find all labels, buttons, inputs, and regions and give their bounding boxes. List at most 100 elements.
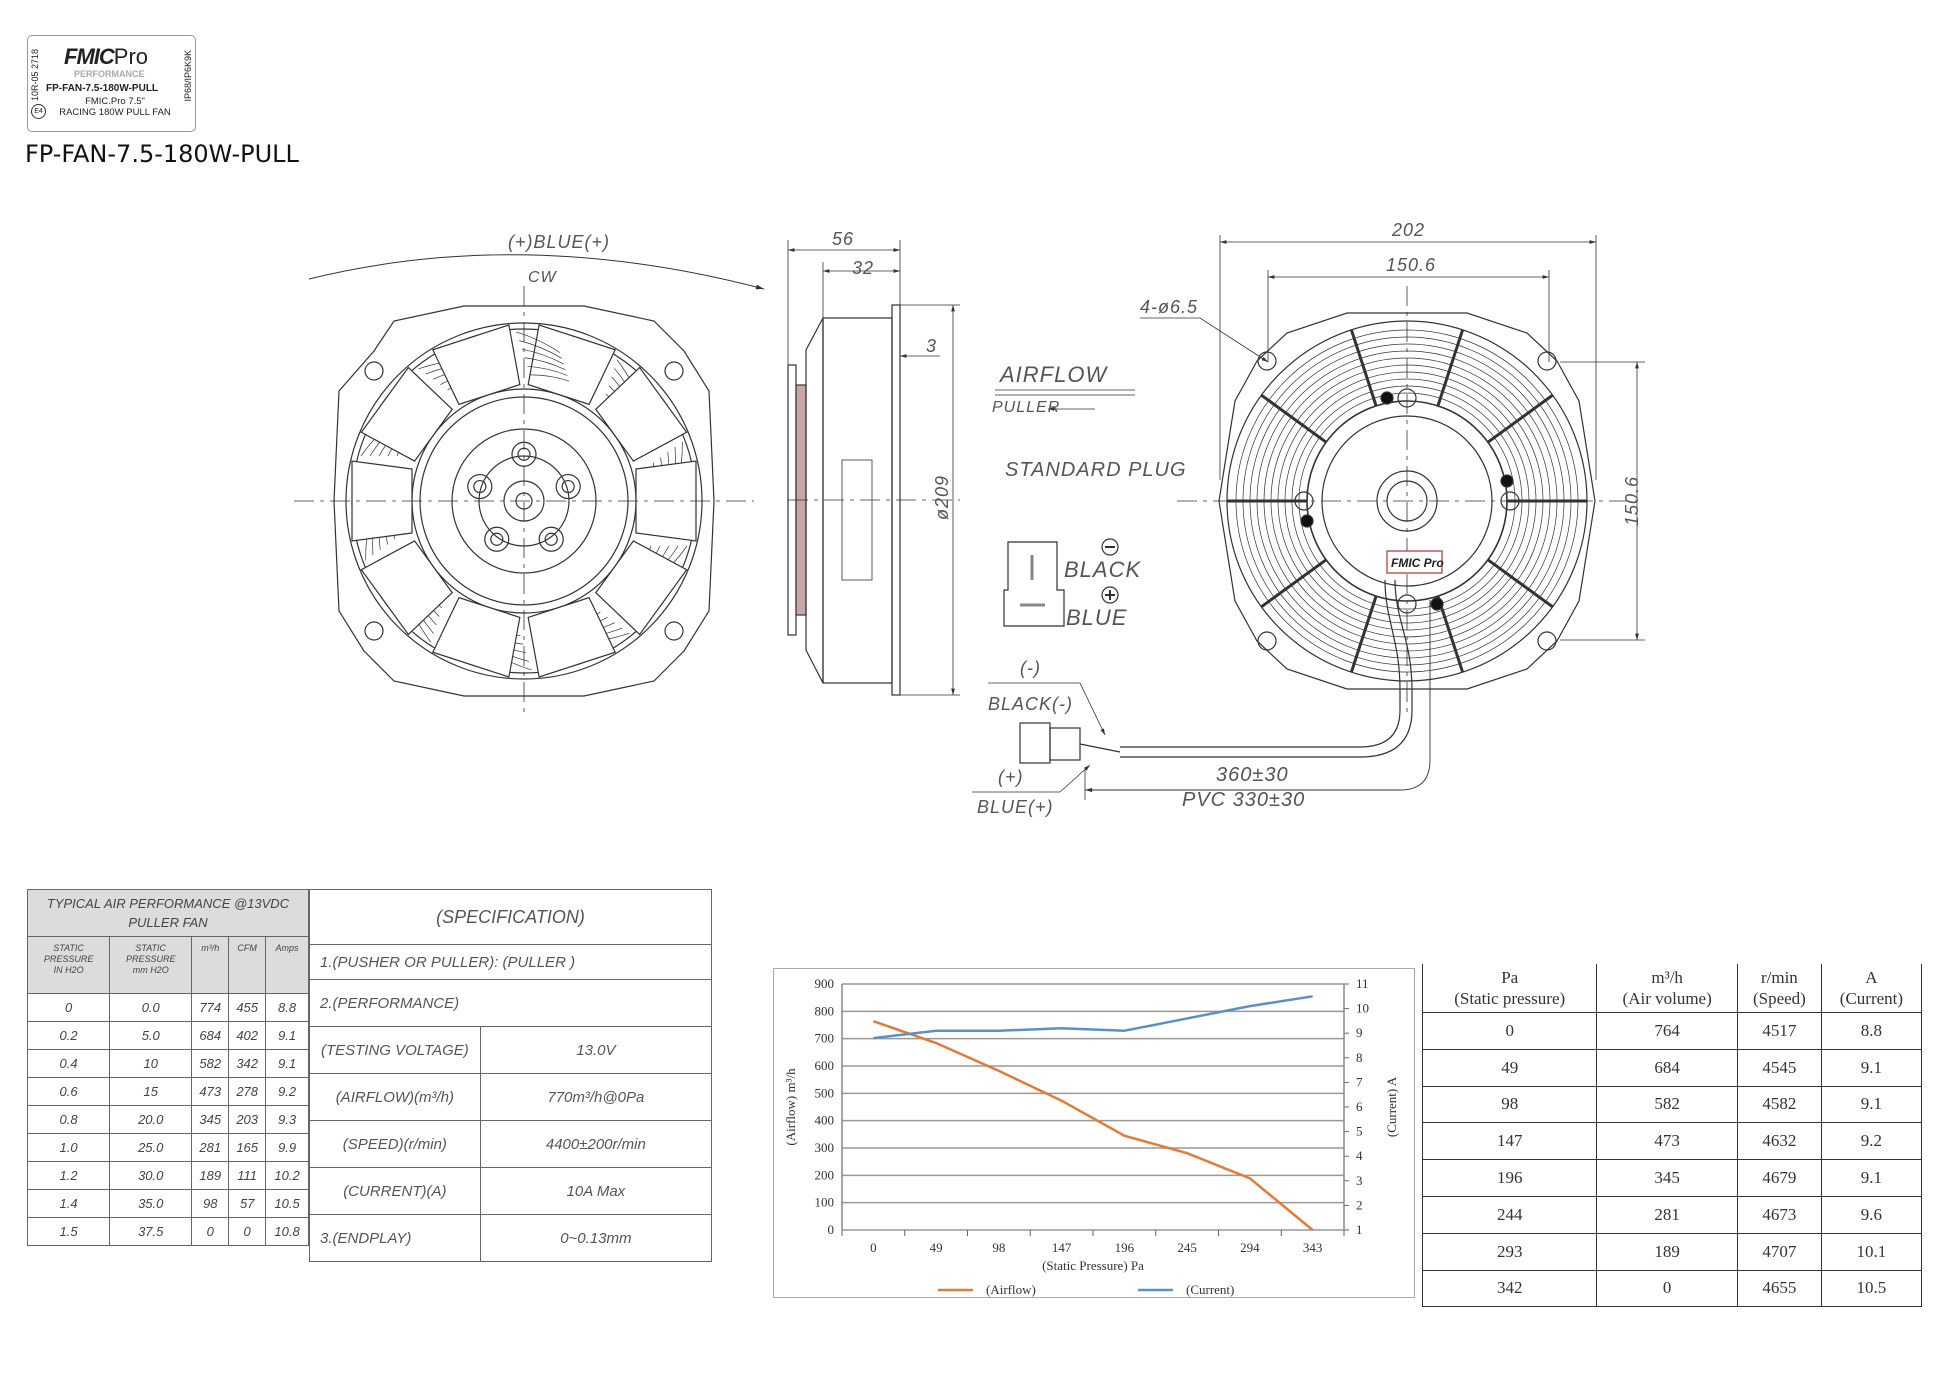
table-cell: 684	[191, 1021, 230, 1050]
test-col-header: m³/h(Air volume)	[1596, 964, 1738, 1013]
y2-tick-label: 11	[1356, 976, 1369, 991]
table-cell: 8.8	[1820, 1012, 1923, 1050]
table-cell: 4582	[1736, 1085, 1822, 1124]
mount-hole	[364, 621, 384, 641]
table-cell: 147	[1421, 1122, 1598, 1161]
table-cell: 25.0	[109, 1133, 193, 1162]
table-cell: 4517	[1736, 1012, 1822, 1050]
mount-hole	[364, 361, 384, 381]
black-neg-label: BLACK(-)	[988, 694, 1074, 714]
product-label: FMICPro PERFORMANCE FP-FAN-7.5-180W-PULL…	[27, 35, 196, 132]
fan-shroud	[333, 305, 715, 697]
x-tick-label: 343	[1303, 1240, 1323, 1255]
airflow-label: AIRFLOW	[1000, 362, 1108, 387]
table-cell: 10.8	[265, 1217, 309, 1246]
series-line-1	[873, 995, 1313, 1040]
table-cell: 1.4	[26, 1189, 111, 1218]
table-cell: 774	[191, 993, 230, 1022]
label-part-number: FP-FAN-7.5-180W-PULL	[46, 83, 159, 94]
spec-value: 10A Max	[479, 1167, 713, 1215]
mount-hole	[664, 361, 684, 381]
connector-plug	[1019, 722, 1051, 764]
table-cell: 278	[228, 1077, 267, 1106]
y-tick-label: 200	[815, 1167, 835, 1182]
standard-plug-label: STANDARD PLUG	[1005, 459, 1187, 481]
performance-col-header: Amps	[265, 936, 309, 994]
rotation-label: CW	[528, 269, 557, 286]
spec-row: (AIRFLOW)(m³/h)770m³/h@0Pa	[309, 1073, 713, 1121]
table-cell: 345	[191, 1105, 230, 1134]
y2-tick-label: 3	[1356, 1173, 1363, 1188]
y-tick-label: 300	[815, 1140, 835, 1155]
table-cell: 281	[191, 1133, 230, 1162]
brand-logo: FMICPro	[64, 44, 149, 69]
table-cell: 9.1	[1820, 1085, 1923, 1124]
grille-spoke	[1487, 558, 1554, 609]
x-tick-label: 147	[1052, 1240, 1072, 1255]
side-view-fan	[787, 240, 960, 696]
spec-row: 3.(ENDPLAY)0~0.13mm	[309, 1214, 713, 1262]
table-cell: 10	[109, 1049, 193, 1078]
table-cell: 0	[1421, 1012, 1598, 1050]
table-cell: 0.4	[26, 1049, 111, 1078]
logo-subtitle: PERFORMANCE	[74, 69, 145, 79]
spec-row: (SPEED)(r/min)4400±200r/min	[309, 1120, 713, 1168]
y2-tick-label: 4	[1356, 1148, 1363, 1163]
minus-icon	[1101, 538, 1119, 556]
test-col-header: Pa(Static pressure)	[1421, 964, 1598, 1013]
table-cell: 473	[1596, 1122, 1738, 1161]
table-cell: 9.9	[265, 1133, 309, 1162]
plug-black-label: BLACK	[1064, 557, 1142, 582]
spec-label: (CURRENT)(A)	[309, 1167, 481, 1215]
grille-spoke	[1436, 329, 1465, 407]
rear-view-fan: FMIC Pro	[1177, 286, 1637, 716]
plug-blue-label: BLUE	[1066, 605, 1128, 630]
emark-icon: E4	[31, 104, 46, 119]
table-cell: 0.2	[26, 1021, 111, 1050]
table-cell: 10.5	[265, 1189, 309, 1218]
mount-hole	[664, 621, 684, 641]
table-cell: 8.8	[265, 993, 309, 1022]
spec-label: (TESTING VOLTAGE)	[309, 1026, 481, 1074]
table-cell: 293	[1421, 1232, 1598, 1271]
spec-value: 770m³/h@0Pa	[479, 1073, 713, 1121]
table-cell: 9.3	[265, 1105, 309, 1134]
y2-tick-label: 2	[1356, 1197, 1363, 1212]
table-cell: 0	[228, 1217, 267, 1246]
table-cell: 10.1	[1820, 1232, 1923, 1271]
x-tick-label: 245	[1177, 1240, 1197, 1255]
y-tick-label: 400	[815, 1113, 835, 1128]
pvc-length-label: PVC 330±30	[1182, 789, 1306, 811]
table-cell: 98	[191, 1189, 230, 1218]
table-cell: 165	[228, 1133, 267, 1162]
table-cell: 15	[109, 1077, 193, 1106]
spec-label: (SPEED)(r/min)	[309, 1120, 481, 1168]
table-cell: 10.5	[1820, 1269, 1923, 1308]
table-cell: 196	[1421, 1159, 1598, 1197]
y2-tick-label: 1	[1356, 1222, 1363, 1237]
grille-spoke	[1260, 558, 1327, 609]
performance-col-header: m³/h	[191, 936, 230, 994]
mount-hole	[1537, 631, 1557, 651]
table-cell: 4673	[1736, 1195, 1822, 1234]
table-cell: 98	[1421, 1085, 1598, 1124]
table-cell: 9.1	[265, 1049, 309, 1078]
table-cell: 9.1	[1820, 1048, 1923, 1087]
x-tick-label: 0	[870, 1240, 877, 1255]
dim-holes: 4-ø6.5	[1140, 297, 1199, 317]
table-cell: 582	[1596, 1085, 1738, 1124]
table-cell: 111	[228, 1161, 267, 1190]
fan-blade	[431, 324, 570, 406]
performance-chart-frame	[773, 968, 1415, 1298]
y2-axis-label: (Current) A	[1384, 1076, 1399, 1137]
y2-tick-label: 6	[1356, 1099, 1363, 1114]
spec-value: 4400±200r/min	[479, 1120, 713, 1168]
table-cell: 9.1	[1820, 1159, 1923, 1197]
y-tick-label: 500	[815, 1085, 835, 1100]
standard-plug-face	[1003, 541, 1065, 627]
